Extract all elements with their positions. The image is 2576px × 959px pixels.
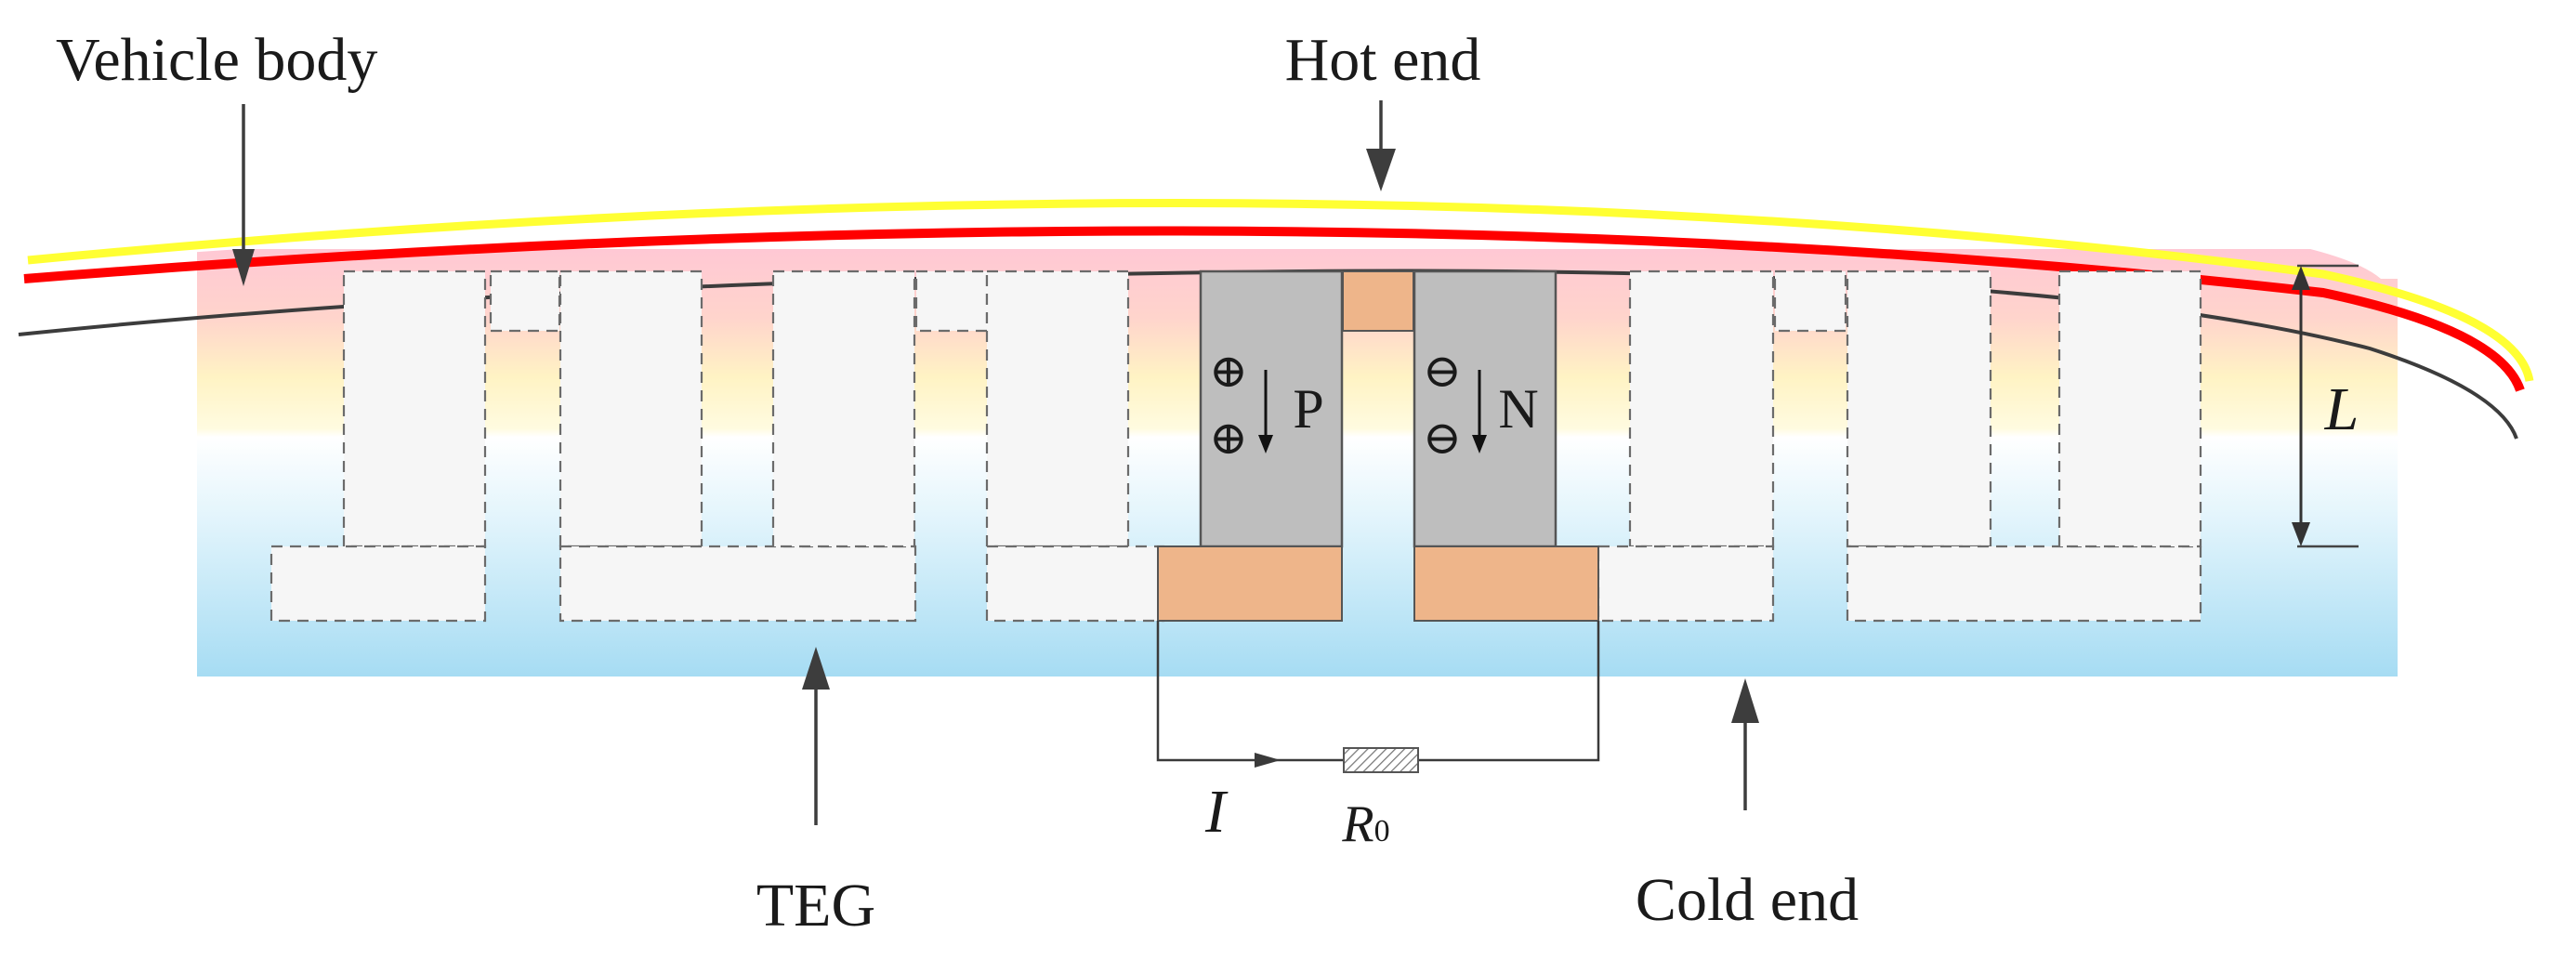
teg-module-left-1	[269, 269, 917, 623]
n-carrier-symbol: ⊖	[1423, 345, 1462, 397]
bottom-electrode-right	[1413, 545, 1599, 622]
p-carrier-symbol: ⊕	[1209, 345, 1248, 397]
bottom-electrode-left	[1157, 545, 1343, 622]
cold-end-pointer-head	[1731, 678, 1759, 723]
top-electrode	[1342, 270, 1414, 332]
teg-pointer-head	[802, 647, 830, 690]
cold-end-label: Cold end	[1636, 866, 1859, 934]
p-leg	[1199, 269, 1344, 548]
resistor-subscript: 0	[1374, 814, 1390, 848]
external-circuit: I R0	[1156, 621, 1600, 853]
length-label: L	[2324, 375, 2359, 443]
teg-active-unit: ⊕ ⊕ P ⊖ ⊖ N	[1157, 269, 1599, 622]
hot-end-pointer-head	[1366, 149, 1396, 191]
vehicle-body-pointer-head	[232, 249, 255, 286]
current-direction-arrowhead	[1255, 753, 1281, 768]
current-label: I	[1204, 778, 1229, 846]
resistor-label: R0	[1341, 795, 1389, 853]
teg-module-right-2	[2057, 269, 2202, 548]
teg-module-left-2	[771, 269, 1165, 623]
p-carrier-symbol: ⊕	[1209, 412, 1248, 464]
resistor-symbol: R	[1341, 795, 1373, 853]
heat-glow-layer	[27, 199, 2534, 382]
n-current-arrowhead	[1472, 435, 1487, 453]
hot-layer	[23, 226, 2525, 392]
load-resistor	[1343, 747, 1419, 773]
p-current-arrowhead	[1258, 435, 1273, 453]
teg-module-right-1	[1597, 269, 2202, 623]
n-leg	[1413, 269, 1557, 548]
vehicle-body-label: Vehicle body	[56, 26, 377, 94]
hot-end-label: Hot end	[1285, 26, 1481, 94]
circuit-wire	[1156, 621, 1600, 762]
teg-label: TEG	[756, 872, 875, 939]
n-type-label: N	[1498, 378, 1538, 440]
n-carrier-symbol: ⊖	[1423, 412, 1462, 464]
p-type-label: P	[1293, 378, 1323, 440]
length-dimension: L	[2292, 264, 2359, 548]
